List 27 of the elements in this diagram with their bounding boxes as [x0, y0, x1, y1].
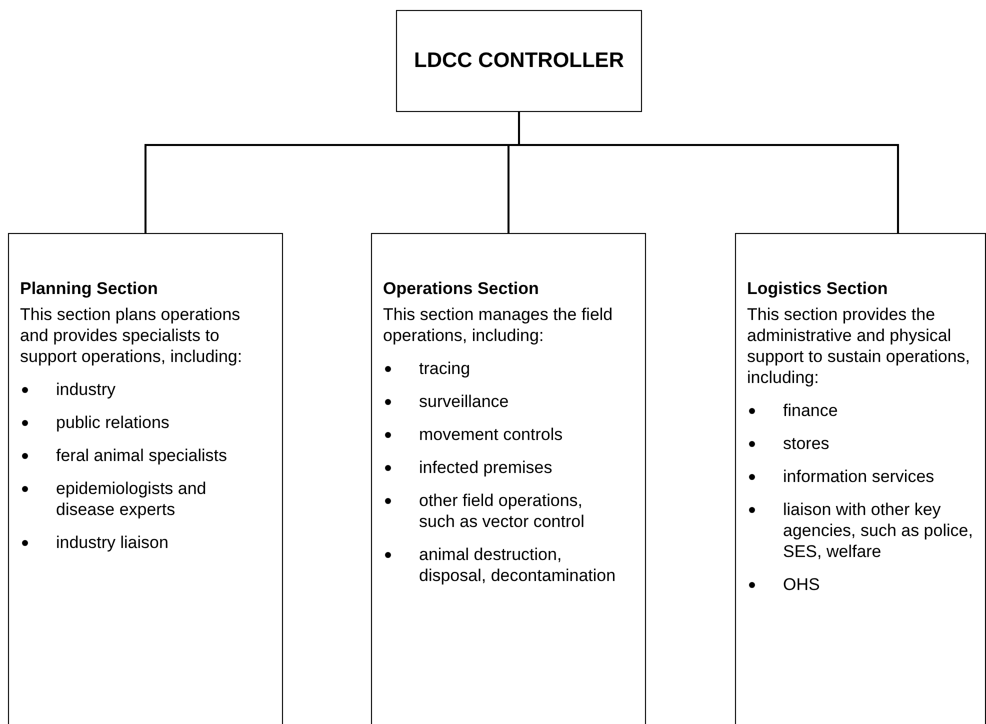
section-heading: Operations Section	[383, 278, 540, 299]
bullet-item: other field operations, such as vector control	[383, 490, 623, 532]
bullet-item: animal destruction, disposal, decontamination	[383, 544, 623, 586]
bullet-item: industry	[20, 379, 255, 400]
bullet-item: finance	[747, 400, 986, 421]
bullet-item: public relations	[20, 412, 255, 433]
bullet-item: information services	[747, 466, 986, 487]
bullet-item: feral animal specialists	[20, 445, 255, 466]
bullet-item: stores	[747, 433, 986, 454]
section-heading: Planning Section	[20, 278, 159, 299]
bullet-item: movement controls	[383, 424, 623, 445]
section-description: This section plans operations and provides specialists to support operations, including:	[20, 304, 244, 367]
section-heading: Logistics Section	[747, 278, 889, 299]
box-title: LDCC CONTROLLER	[414, 49, 624, 73]
bullet-item: surveillance	[383, 391, 623, 412]
bullet-item: epidemiologists and disease experts	[20, 478, 255, 520]
controller-box	[396, 10, 642, 112]
section-box	[8, 233, 283, 724]
section-description: This section manages the field operations, including:	[383, 304, 614, 346]
section-description: This section provides the administrative and physical support to sustain operations, including:	[747, 304, 972, 388]
bullet-item: OHS	[747, 574, 986, 595]
bullet-item: industry liaison	[20, 532, 255, 553]
bullet-item: liaison with other key agencies, such as police, SES, welfare	[747, 499, 986, 562]
section-box	[735, 233, 986, 724]
bullet-item: tracing	[383, 358, 623, 379]
section-box	[371, 233, 646, 724]
bullet-item: infected premises	[383, 457, 623, 478]
